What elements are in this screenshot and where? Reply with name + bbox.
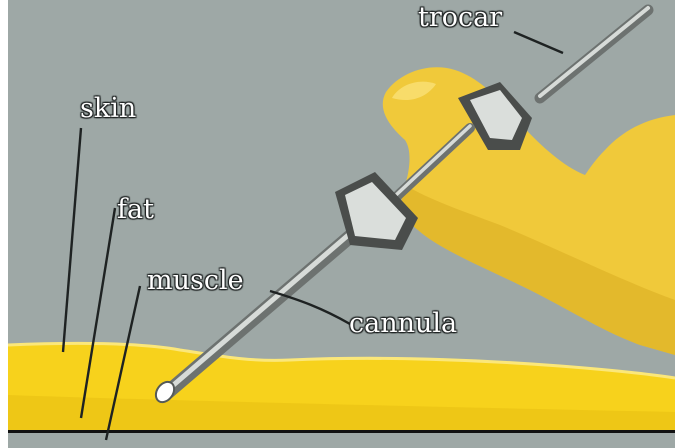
label-trocar: trocar <box>418 4 502 31</box>
label-fat: fat <box>117 196 154 223</box>
label-muscle: muscle <box>147 267 244 294</box>
frame-left-edge <box>0 0 8 448</box>
frame-right-edge <box>675 0 681 448</box>
label-skin: skin <box>80 95 136 122</box>
label-cannula: cannula <box>349 310 457 337</box>
